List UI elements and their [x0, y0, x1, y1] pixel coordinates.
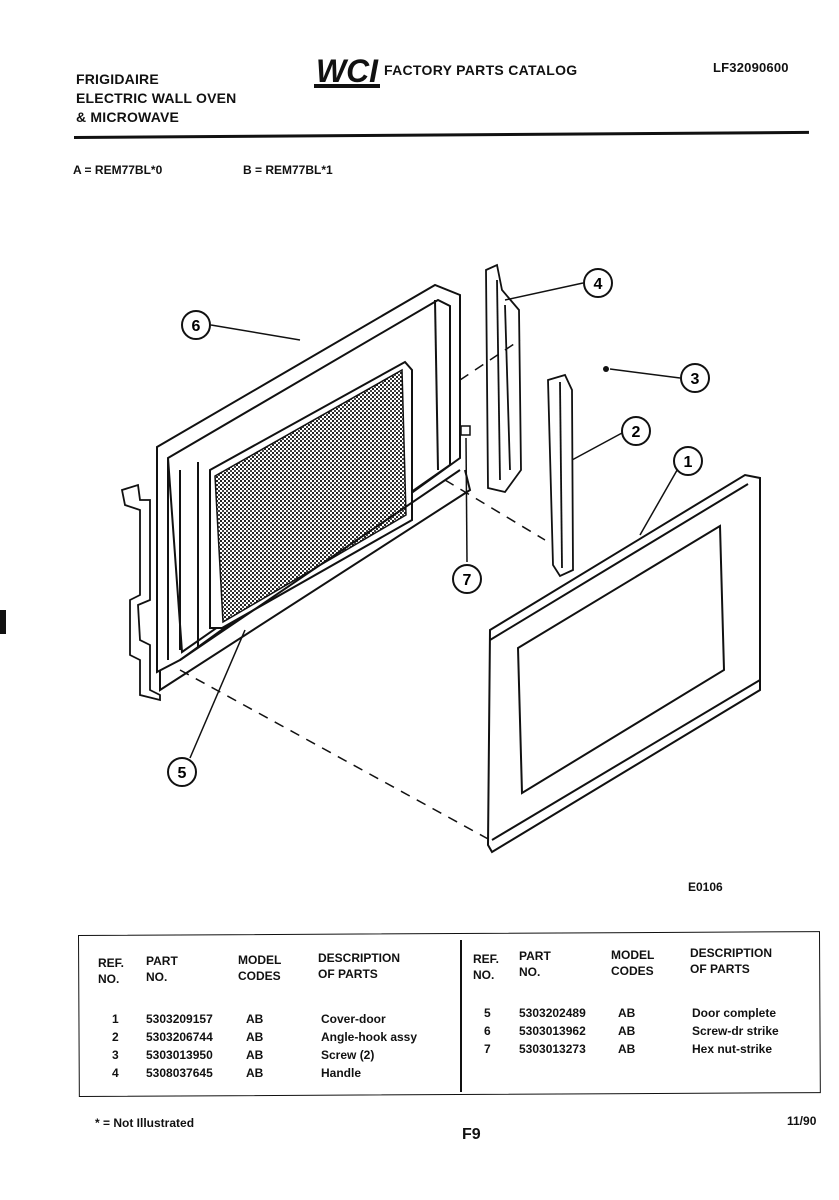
desc-cell: Screw (2) — [321, 1048, 375, 1062]
callout-label: 7 — [463, 572, 472, 589]
header-part: PART NO. — [146, 954, 178, 984]
catalog-number: LF32090600 — [713, 60, 789, 75]
callout-label: 6 — [192, 318, 201, 335]
callout-label: 3 — [691, 371, 700, 388]
header-model: MODEL CODES — [238, 953, 282, 983]
ref-cell: 2 — [112, 1030, 119, 1044]
desc-cell: Screw-dr strike — [692, 1024, 779, 1038]
callout-label: 1 — [684, 454, 693, 471]
codes-cell: AB — [618, 1006, 636, 1020]
header-ref: REF. NO. — [98, 956, 125, 986]
header-rule — [73, 130, 809, 139]
desc-cell: Hex nut-strike — [692, 1042, 773, 1056]
wci-logo: WCI — [314, 54, 380, 89]
codes-cell: AB — [246, 1048, 264, 1062]
screw-part — [603, 366, 609, 372]
model-b: B = REM77BL*1 — [243, 163, 333, 177]
page-number: F9 — [462, 1126, 481, 1143]
part-cell: 5303013962 — [519, 1024, 586, 1038]
logo-text: WCI — [316, 54, 379, 89]
ref-cell: 7 — [484, 1042, 491, 1056]
header-ref: REF. NO. — [473, 952, 500, 982]
callout-7: 7 — [452, 564, 482, 594]
desc-cell: Cover-door — [321, 1012, 386, 1026]
desc-cell: Door complete — [692, 1006, 777, 1020]
header-part: PART NO. — [519, 949, 551, 979]
scan-edge-mark — [0, 610, 6, 634]
header-model: MODEL CODES — [611, 948, 655, 978]
codes-cell: AB — [618, 1042, 636, 1056]
hinge-bracket — [120, 483, 161, 702]
ref-cell: 5 — [484, 1006, 491, 1020]
exploded-diagram: 6 4 3 2 1 7 5 — [120, 263, 761, 854]
catalog-date: 11/90 — [787, 1114, 817, 1128]
callout-2: 2 — [621, 416, 651, 446]
angle-hook-part — [547, 373, 574, 578]
model-a: A = REM77BL*0 — [73, 163, 163, 177]
codes-cell: AB — [618, 1024, 636, 1038]
brand-line: FRIGIDAIRE — [76, 71, 159, 87]
catalog-title: FACTORY PARTS CATALOG — [384, 62, 578, 78]
header-desc: DESCRIPTION OF PARTS — [318, 951, 401, 981]
handle-part — [485, 263, 522, 494]
not-illustrated-note: * = Not Illustrated — [95, 1116, 195, 1130]
callout-1: 1 — [673, 446, 703, 476]
part-cell: 5303209157 — [146, 1012, 213, 1026]
callout-5: 5 — [167, 757, 197, 787]
part-cell: 5303206744 — [146, 1030, 213, 1044]
leader-lines — [189, 282, 681, 759]
door-panel — [156, 283, 472, 692]
part-cell: 5308037645 — [146, 1066, 213, 1080]
part-cell: 5303202489 — [519, 1006, 586, 1020]
desc-cell: Angle-hook assy — [321, 1030, 418, 1044]
codes-cell: AB — [246, 1030, 264, 1044]
ref-cell: 6 — [484, 1024, 491, 1038]
brand-line: & MICROWAVE — [76, 109, 180, 125]
callout-label: 5 — [178, 765, 187, 782]
brand-block: FRIGIDAIRE ELECTRIC WALL OVEN & MICROWAV… — [76, 70, 236, 127]
diagram-code: E0106 — [688, 880, 723, 894]
callout-4: 4 — [583, 268, 613, 298]
window-mesh — [214, 368, 407, 624]
codes-cell: AB — [246, 1066, 264, 1080]
callout-label: 4 — [594, 276, 603, 293]
ref-cell: 4 — [112, 1066, 119, 1080]
callout-3: 3 — [680, 363, 710, 393]
part-cell: 5303013950 — [146, 1048, 213, 1062]
brand-line: ELECTRIC WALL OVEN — [76, 90, 237, 106]
desc-cell: Handle — [321, 1066, 362, 1080]
codes-cell: AB — [246, 1012, 264, 1026]
callout-label: 2 — [632, 424, 641, 441]
callout-6: 6 — [181, 310, 211, 340]
assembly-lines — [179, 339, 546, 841]
ref-cell: 1 — [112, 1012, 119, 1026]
hex-nut-part — [460, 425, 471, 436]
cover-door-part — [486, 473, 761, 854]
ref-cell: 3 — [112, 1048, 119, 1062]
logo-underline — [314, 84, 380, 88]
parts-table-divider — [460, 940, 462, 1092]
part-cell: 5303013273 — [519, 1042, 586, 1056]
header-desc: DESCRIPTION OF PARTS — [690, 946, 773, 976]
